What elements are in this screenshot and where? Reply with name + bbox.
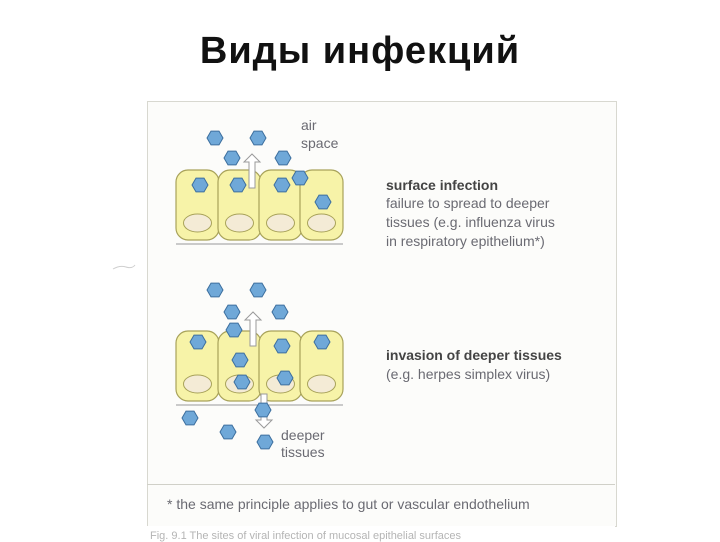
caption-strip [147, 526, 615, 540]
virus-particle-icon [233, 374, 251, 390]
invasion-nucleus [307, 374, 336, 394]
virus-particle-icon [206, 282, 224, 298]
surface-infection-heading: surface infection [386, 177, 499, 193]
virus-particle-icon [274, 150, 292, 166]
virus-particle-icon [271, 304, 289, 320]
virus-particle-icon [191, 177, 209, 193]
virus-particle-icon [219, 424, 237, 440]
surface-infection-desc-line2: tissues (e.g. influenza virus [386, 214, 555, 230]
virus-particle-icon [231, 352, 249, 368]
surface-nucleus [307, 213, 336, 233]
virus-particle-icon [273, 338, 291, 354]
virus-particle-icon [225, 322, 243, 338]
slide-title: Виды инфекций [199, 30, 521, 72]
up-arrow-icon [243, 311, 263, 347]
scan-mark [112, 258, 136, 270]
invasion-nucleus [183, 374, 212, 394]
air-space-label-line1: air [301, 117, 317, 133]
virus-particle-icon [189, 334, 207, 350]
surface-nucleus [225, 213, 254, 233]
virus-particle-icon [313, 334, 331, 350]
invasion-heading: invasion of deeper tissues [386, 347, 562, 363]
virus-particle-icon [291, 170, 309, 186]
surface-nucleus [183, 213, 212, 233]
deeper-tissues-label-line2: tissues [281, 444, 325, 460]
virus-particle-icon [181, 410, 199, 426]
surface-infection-desc-line1: failure to spread to deeper [386, 195, 550, 211]
virus-particle-icon [223, 150, 241, 166]
virus-particle-icon [223, 304, 241, 320]
footnote: * the same principle applies to gut or v… [167, 496, 530, 512]
virus-particle-icon [249, 130, 267, 146]
virus-particle-icon [273, 177, 291, 193]
air-space-label-line2: space [301, 135, 339, 151]
virus-particle-icon [256, 434, 274, 450]
footnote-divider [147, 484, 615, 485]
deeper-tissues-label-line1: deeper [281, 427, 325, 443]
figure-caption: Fig. 9.1 The sites of viral infection of… [150, 530, 462, 542]
surface-nucleus [266, 213, 295, 233]
virus-particle-icon [254, 402, 272, 418]
invasion-desc-line1: (e.g. herpes simplex virus) [386, 366, 551, 382]
virus-particle-icon [314, 194, 332, 210]
virus-particle-icon [206, 130, 224, 146]
surface-infection-desc-line3: in respiratory epithelium*) [386, 233, 545, 249]
up-arrow-icon [242, 153, 262, 189]
virus-particle-icon [276, 370, 294, 386]
virus-particle-icon [229, 177, 247, 193]
virus-particle-icon [249, 282, 267, 298]
